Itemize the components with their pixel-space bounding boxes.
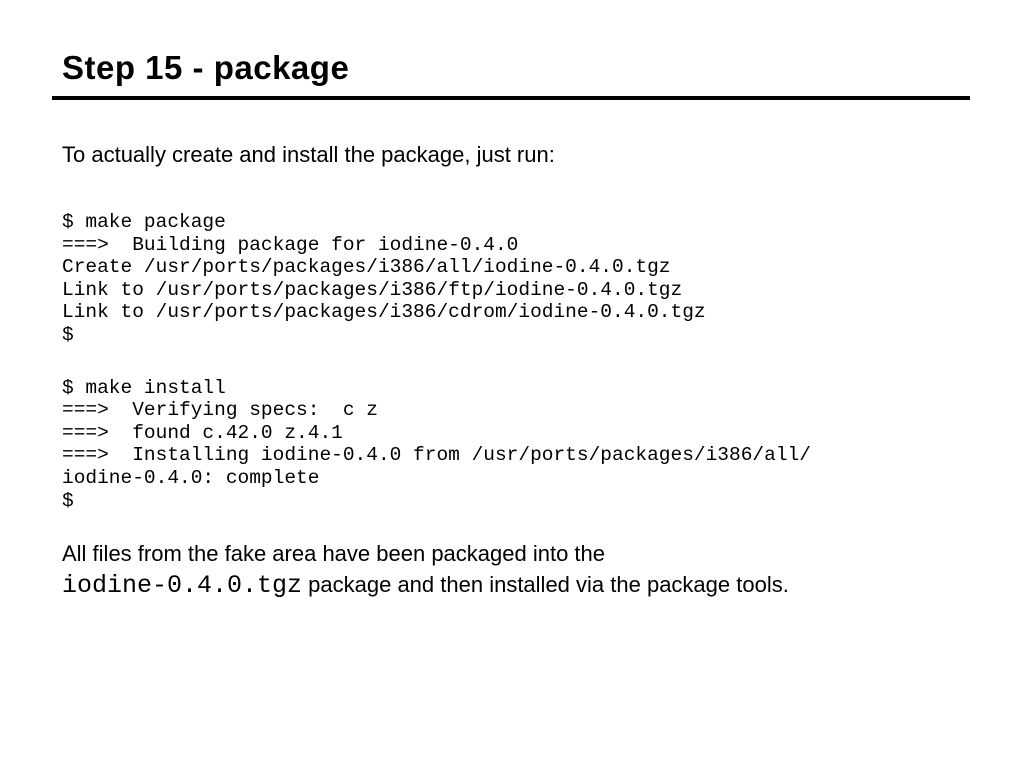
package-filename: iodine-0.4.0.tgz: [62, 571, 303, 601]
code-line: $: [62, 489, 74, 512]
code-line: $ make install: [62, 376, 226, 399]
code-line: ===> Building package for iodine-0.4.0: [62, 233, 519, 256]
slide-title: Step 15 - package: [62, 49, 350, 86]
outro-part2: package and then installed via the packa…: [302, 572, 789, 598]
code-block-make-install: $ make install ===> Verifying specs: c z…: [62, 377, 970, 513]
code-block-make-package: $ make package ===> Building package for…: [62, 211, 970, 347]
code-line: $ make package: [62, 210, 226, 233]
intro-text: To actually create and install the packa…: [62, 141, 555, 167]
code-line: Link to /usr/ports/packages/i386/ftp/iod…: [62, 278, 683, 301]
code-line: iodine-0.4.0: complete: [62, 466, 320, 489]
title-rule: [52, 95, 970, 100]
code-line: Link to /usr/ports/packages/i386/cdrom/i…: [62, 301, 706, 324]
code-line: Create /usr/ports/packages/i386/all/iodi…: [62, 256, 671, 279]
code-line: $: [62, 323, 74, 346]
code-line: ===> Installing iodine-0.4.0 from /usr/p…: [62, 444, 811, 467]
outro-text: All files from the fake area have been p…: [62, 538, 970, 601]
code-line: ===> found c.42.0 z.4.1: [62, 421, 343, 444]
code-line: ===> Verifying specs: c z: [62, 399, 378, 422]
outro-part1: All files from the fake area have been p…: [62, 541, 606, 567]
